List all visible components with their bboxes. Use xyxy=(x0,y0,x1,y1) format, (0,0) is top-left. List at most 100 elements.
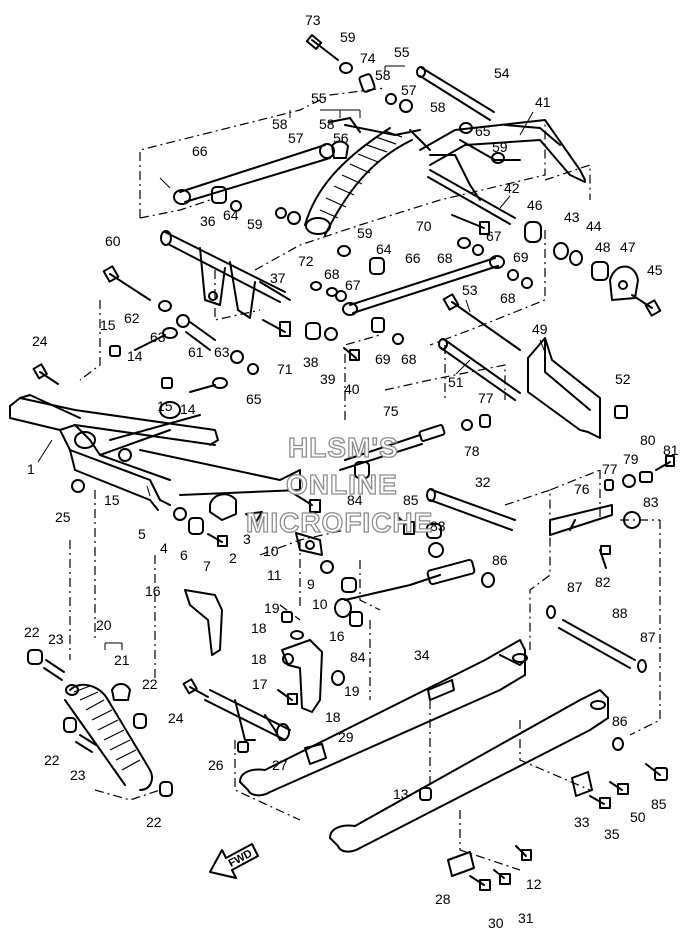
callout-85: 85 xyxy=(651,796,667,812)
callout-71: 71 xyxy=(277,361,293,377)
callout-57: 57 xyxy=(288,130,304,146)
callout-12: 12 xyxy=(526,876,542,892)
callout-36: 36 xyxy=(200,213,216,229)
callout-34: 34 xyxy=(414,647,430,663)
part-22-23-bushings xyxy=(27,649,173,797)
callout-16: 16 xyxy=(145,583,161,599)
callout-30: 30 xyxy=(488,915,504,931)
part-54-shaft xyxy=(416,66,495,121)
callout-19: 19 xyxy=(344,683,360,699)
callout-55: 55 xyxy=(394,44,410,60)
part-11-bracket xyxy=(295,532,323,556)
callout-14: 14 xyxy=(127,348,143,364)
callout-58: 58 xyxy=(430,99,446,115)
part-1-rear-frame xyxy=(9,394,301,511)
part-4-5-6-7 xyxy=(173,507,228,547)
slide-rail-left xyxy=(239,639,528,797)
callout-29: 29 xyxy=(338,729,354,745)
part-43-44-washers xyxy=(553,242,583,266)
part-55-rear-shock-upper xyxy=(304,117,431,236)
callout-68: 68 xyxy=(500,290,516,306)
callout-labels: 73 59 55 74 58 57 54 55 41 58 58 58 65 5… xyxy=(24,12,679,931)
callout-63: 63 xyxy=(150,329,166,345)
part-47-plate xyxy=(609,265,639,301)
callout-38: 38 xyxy=(303,354,319,370)
callout-64: 64 xyxy=(223,207,239,223)
part-9-10 xyxy=(320,560,357,593)
part-84-collar-mid xyxy=(354,461,370,479)
callout-25: 25 xyxy=(55,509,71,525)
callout-81: 81 xyxy=(663,442,679,458)
callout-84: 84 xyxy=(347,492,363,508)
callout-15: 15 xyxy=(100,317,116,333)
part-66-rod-left xyxy=(173,143,335,205)
callout-86: 86 xyxy=(492,552,508,568)
callout-58: 58 xyxy=(375,67,391,83)
part-24-bolt xyxy=(32,363,59,385)
part-77-79-80-81 xyxy=(604,455,675,491)
watermark-line-2: ONLINE xyxy=(286,469,398,500)
callout-31: 31 xyxy=(518,910,534,926)
callout-41: 41 xyxy=(535,94,551,110)
callout-43: 43 xyxy=(564,209,580,225)
callout-59: 59 xyxy=(247,216,263,232)
part-51-shaft xyxy=(438,338,521,401)
callout-54: 54 xyxy=(494,65,510,81)
part-74-bushing xyxy=(358,73,376,93)
callout-1: 1 xyxy=(27,461,35,477)
part-38-39-40 xyxy=(305,322,360,361)
callout-77: 77 xyxy=(478,390,494,406)
part-85-bolt-mid xyxy=(397,516,415,535)
watermark-line-1: HLSM'S xyxy=(288,432,399,463)
callout-70: 70 xyxy=(416,218,432,234)
callout-64: 64 xyxy=(376,241,392,257)
callout-24: 24 xyxy=(168,710,184,726)
part-14-eye-bolts xyxy=(109,327,228,393)
watermark-line-3: MICROFICHE xyxy=(246,507,433,538)
forward-arrow-icon: FWD xyxy=(209,843,259,879)
callout-48: 48 xyxy=(595,239,611,255)
callout-65: 65 xyxy=(246,391,262,407)
part-29-clip xyxy=(304,743,327,765)
callout-20: 20 xyxy=(96,617,112,633)
part-58-57-rings xyxy=(385,93,413,113)
part-13-bolt xyxy=(419,787,432,801)
part-53-bolt xyxy=(442,293,521,351)
callout-50: 50 xyxy=(630,809,646,825)
part-60-bolt xyxy=(102,265,151,301)
callout-23: 23 xyxy=(48,631,64,647)
part-37-shaft xyxy=(259,281,291,301)
callout-87: 87 xyxy=(640,629,656,645)
callout-26: 26 xyxy=(208,757,224,773)
callout-83: 83 xyxy=(643,494,659,510)
callout-13: 13 xyxy=(393,786,409,802)
callout-9: 9 xyxy=(307,576,315,592)
callout-15: 15 xyxy=(104,492,120,508)
part-58-57-mid xyxy=(275,207,301,225)
part-66-rod-right xyxy=(342,255,505,316)
callout-46: 46 xyxy=(527,197,543,213)
callout-75: 75 xyxy=(383,403,399,419)
callout-84: 84 xyxy=(350,649,366,665)
callout-42: 42 xyxy=(504,180,520,196)
fwd-label: FWD xyxy=(227,848,255,870)
part-67-nut-left xyxy=(335,290,347,302)
callout-10: 10 xyxy=(312,596,328,612)
callout-73: 73 xyxy=(305,12,321,28)
part-48-bushing xyxy=(591,261,609,281)
callout-85: 85 xyxy=(403,492,419,508)
callout-33: 33 xyxy=(574,814,590,830)
callout-88: 88 xyxy=(612,605,628,621)
callout-63: 63 xyxy=(214,344,230,360)
callout-24: 24 xyxy=(32,333,48,349)
callout-18: 18 xyxy=(325,709,341,725)
callout-62: 62 xyxy=(124,310,140,326)
callout-55: 55 xyxy=(311,90,327,106)
callout-23: 23 xyxy=(70,767,86,783)
part-61-62-63-bushings xyxy=(158,300,244,364)
part-65-cap xyxy=(459,122,473,134)
callout-5: 5 xyxy=(138,526,146,542)
part-59-collar xyxy=(339,62,353,74)
callout-14: 14 xyxy=(180,401,196,417)
